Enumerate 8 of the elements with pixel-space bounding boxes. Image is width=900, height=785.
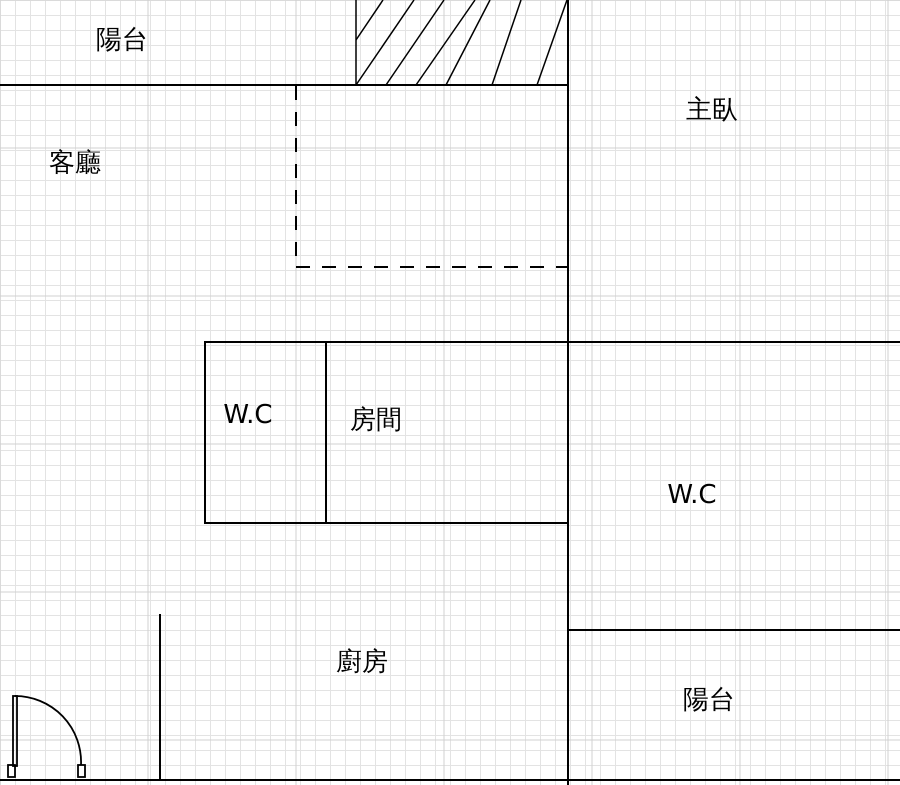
room-label: 陽台 [683,687,735,713]
room-label: W.C [223,402,273,428]
room-label: 廚房 [336,649,388,675]
room-label: 房間 [350,407,402,433]
room-label: W.C [667,482,717,508]
room-label: 客廳 [49,150,101,176]
room-label: 主臥 [686,97,738,123]
room-label: 陽台 [96,27,148,53]
